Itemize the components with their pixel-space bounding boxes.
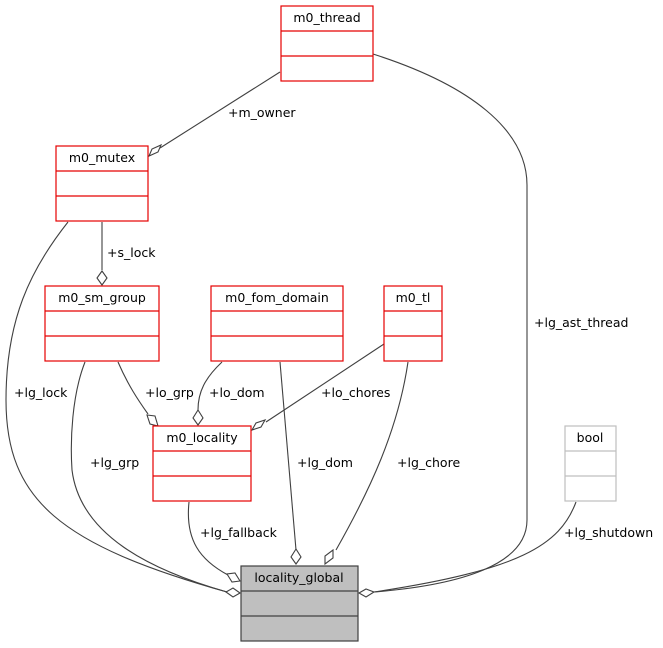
edge-lg-lock bbox=[5, 221, 228, 593]
class-name: m0_mutex bbox=[69, 150, 135, 165]
aggregation-diamond-icon bbox=[146, 414, 159, 427]
class-name: m0_sm_group bbox=[58, 290, 146, 305]
aggregation-diamond-icon bbox=[96, 270, 108, 286]
aggregation-diamond-icon bbox=[192, 408, 204, 426]
edge-label-m-owner: +m_owner bbox=[228, 105, 296, 120]
edge-lo-grp bbox=[117, 361, 149, 415]
edge-label-s-lock: +s_lock bbox=[107, 245, 156, 260]
edges: +m_owner +s_lock +lg_lock +lg_grp +lo_gr… bbox=[5, 53, 653, 598]
aggregation-diamond-icon bbox=[147, 143, 163, 158]
edge-label-lg-chore: +lg_chore bbox=[397, 455, 460, 470]
aggregation-diamond-icon bbox=[226, 572, 241, 583]
class-node-bool[interactable]: bool bbox=[564, 425, 617, 502]
class-name: m0_tl bbox=[396, 290, 431, 305]
aggregation-diamond-icon bbox=[324, 548, 334, 566]
aggregation-diamond-icon bbox=[250, 419, 267, 431]
edge-lo-dom bbox=[197, 361, 223, 411]
class-node-m0-tl[interactable]: m0_tl bbox=[383, 285, 443, 362]
class-node-locality-global[interactable]: locality_global bbox=[240, 565, 359, 642]
edge-lg-dom bbox=[279, 361, 297, 551]
class-node-m0-locality[interactable]: m0_locality bbox=[152, 425, 252, 502]
class-node-m0-mutex[interactable]: m0_mutex bbox=[55, 145, 149, 222]
edge-label-lg-fallback: +lg_fallback bbox=[200, 525, 278, 540]
nodes: m0_thread m0_mutex m0_sm_group m0_fom_do… bbox=[44, 5, 617, 642]
aggregation-diamond-icon bbox=[290, 547, 302, 565]
edge-lg-shutdown bbox=[373, 501, 577, 593]
edge-label-lg-ast-thread: +lg_ast_thread bbox=[534, 315, 628, 330]
class-name: m0_locality bbox=[166, 430, 238, 445]
edge-lo-chores bbox=[265, 343, 385, 423]
edge-label-lg-dom: +lg_dom bbox=[297, 455, 353, 470]
aggregation-diamond-icon bbox=[357, 588, 376, 598]
edge-label-lg-lock: +lg_lock bbox=[14, 385, 68, 400]
edge-label-lo-chores: +lo_chores bbox=[321, 385, 390, 400]
edge-m-owner bbox=[159, 71, 281, 149]
aggregation-diamond-icon bbox=[224, 587, 242, 598]
class-name: m0_thread bbox=[293, 10, 360, 25]
class-node-m0-thread[interactable]: m0_thread bbox=[280, 5, 374, 82]
class-name: locality_global bbox=[254, 570, 343, 585]
class-node-m0-sm-group[interactable]: m0_sm_group bbox=[44, 285, 160, 362]
edge-lg-chore bbox=[335, 361, 409, 551]
edge-label-lg-grp: +lg_grp bbox=[90, 455, 139, 470]
class-node-m0-fom-domain[interactable]: m0_fom_domain bbox=[210, 285, 344, 362]
edge-label-lg-shutdown: +lg_shutdown bbox=[564, 525, 653, 540]
class-name: bool bbox=[577, 430, 604, 445]
edge-lg-fallback bbox=[187, 501, 229, 576]
class-name: m0_fom_domain bbox=[225, 290, 329, 305]
edge-label-lo-dom: +lo_dom bbox=[209, 385, 265, 400]
edge-lg-ast-thread bbox=[372, 53, 528, 593]
edge-lg-grp bbox=[70, 361, 228, 593]
edge-label-lo-grp: +lo_grp bbox=[145, 385, 194, 400]
